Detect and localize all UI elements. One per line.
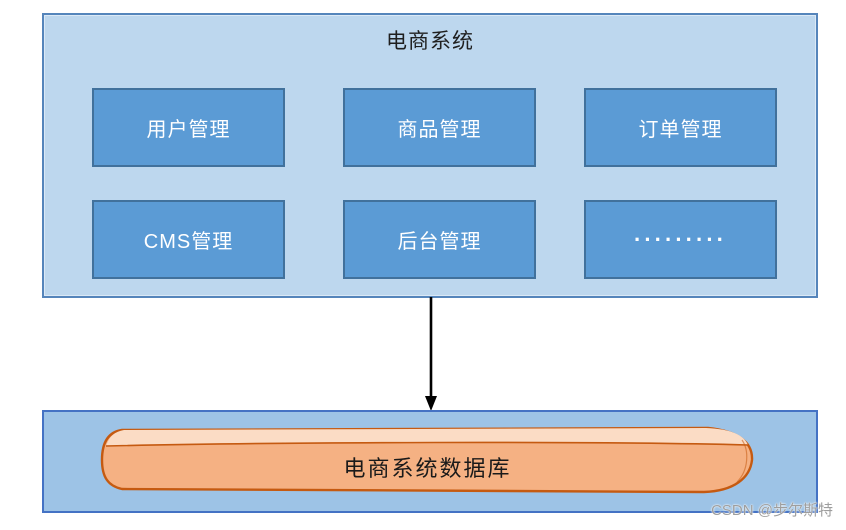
- module-label: CMS管理: [143, 231, 234, 253]
- module-ellipsis: ·········: [584, 200, 777, 279]
- database-panel: 电商系统数据库: [42, 410, 818, 513]
- module-label: 商品管理: [397, 119, 482, 141]
- module-label: 后台管理: [397, 231, 482, 253]
- system-title: 电商系统: [386, 30, 474, 53]
- database-label: 电商系统数据库: [343, 456, 512, 481]
- down-arrow-icon: [425, 297, 437, 411]
- module-cms-management: CMS管理: [92, 200, 285, 279]
- database-cylinder-icon: 电商系统数据库: [96, 422, 759, 500]
- module-backend-management: 后台管理: [343, 200, 536, 279]
- module-user-management: 用户管理: [92, 88, 285, 167]
- module-order-management: 订单管理: [584, 88, 777, 167]
- system-container: 电商系统 用户管理 商品管理 订单管理 CMS管理 后台管理 ·········: [42, 13, 818, 298]
- module-label: 订单管理: [638, 119, 723, 141]
- module-label: ·········: [634, 226, 727, 252]
- module-product-management: 商品管理: [343, 88, 536, 167]
- watermark-text: CSDN @步尔斯特: [711, 502, 833, 519]
- module-label: 用户管理: [146, 119, 231, 141]
